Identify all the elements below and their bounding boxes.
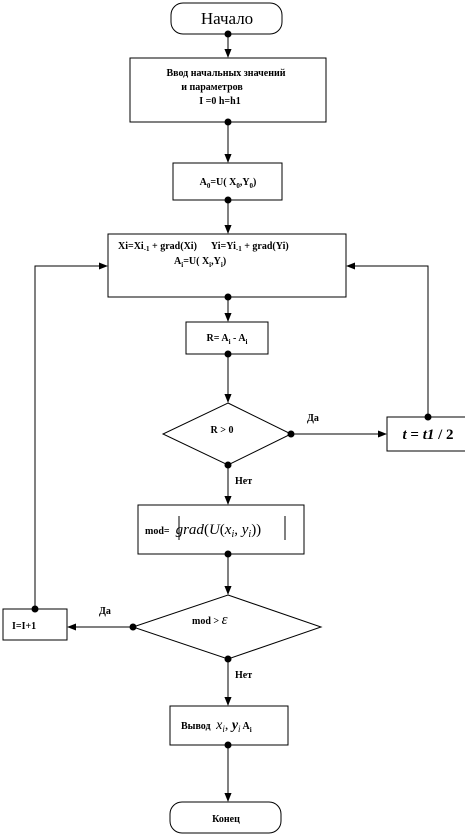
increment-label: I=I+1 <box>12 621 36 632</box>
iteration-formula-xy: Xi=Xi-1 + grad(Xi)Yi=Yi-1 + grad(Yi) <box>118 241 289 253</box>
halve-step-box <box>386 416 465 452</box>
dot-halve-out <box>424 413 432 421</box>
dot-input-out <box>224 118 232 126</box>
dot-increment-out <box>31 605 39 613</box>
halve-step-formula: t = t1 / 2 <box>402 427 453 443</box>
decision2-no-label: Нет <box>235 670 252 681</box>
edge-increment-loop <box>34 262 108 609</box>
dot-decision2-yes <box>129 623 137 631</box>
dot-start-out <box>224 30 232 38</box>
junction-dots <box>31 30 432 749</box>
a0-formula: A0=U( X0,Y0) <box>200 177 257 190</box>
input-line-3: I =0 h=h1 <box>199 96 240 107</box>
input-line-2: и параметров <box>181 82 243 93</box>
diff-formula: R= Ai - Ai <box>207 333 248 346</box>
a0-box <box>172 162 283 201</box>
dot-diff-out <box>224 350 232 358</box>
iteration-formula-a: Ai=U( Xi,Yi) <box>174 256 226 269</box>
dot-decision1-yes <box>287 430 295 438</box>
input-box <box>129 57 327 123</box>
decision1-yes-label: Да <box>307 413 319 424</box>
edge-halve-loop <box>346 262 429 417</box>
iteration-box <box>107 233 347 298</box>
dot-modulus-out <box>224 550 232 558</box>
end-label: Конец <box>212 814 240 825</box>
start-label: Начало <box>201 9 253 28</box>
modulus-formula: mod=grad(U(xi, yi)) <box>145 522 261 540</box>
dot-iteration-out <box>224 293 232 301</box>
dot-a0-out <box>224 196 232 204</box>
dot-decision2-no <box>224 655 232 663</box>
dot-decision1-no <box>224 461 232 469</box>
decision2-yes-label: Да <box>99 606 111 617</box>
decision1-text: R > 0 <box>211 425 234 436</box>
decision2-text: mod > ε <box>192 612 228 628</box>
input-line-1: Ввод начальных значений <box>166 68 285 79</box>
decision1-no-label: Нет <box>235 476 252 487</box>
output-box <box>169 705 289 746</box>
output-formula: Вывод xi, yi Ai <box>181 718 252 734</box>
dot-output-out <box>224 741 232 749</box>
modulus-box <box>137 504 305 555</box>
end-terminator <box>169 801 282 834</box>
